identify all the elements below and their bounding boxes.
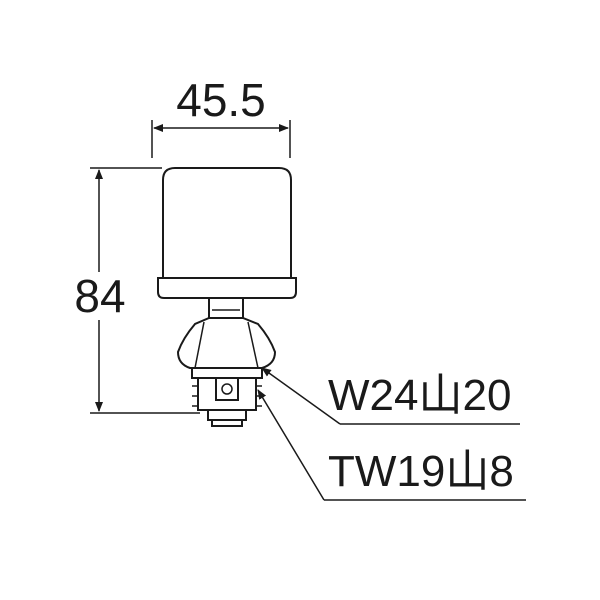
- upper-thread-label: W24山20: [328, 371, 511, 420]
- hex-nut: [176, 317, 277, 369]
- height-label: 84: [74, 270, 125, 322]
- tip-end: [211, 419, 243, 427]
- height-dimension: 84: [70, 167, 200, 414]
- cap-band: [157, 277, 297, 299]
- hex-facet-left: [194, 321, 205, 369]
- lower-leader: [257, 389, 325, 501]
- slot-hole: [221, 383, 233, 395]
- tip-body: [207, 409, 247, 421]
- cap-body: [162, 167, 292, 281]
- callout-lower: TW19山8: [257, 389, 526, 501]
- width-label: 45.5: [176, 74, 266, 126]
- stem: [208, 297, 244, 321]
- thread-collar: [191, 367, 263, 379]
- callout-upper: W24山20: [261, 367, 520, 425]
- lower-thread-label: TW19山8: [328, 447, 514, 496]
- height-label-bg: [70, 272, 130, 320]
- upper-leader: [261, 367, 341, 425]
- width-dimension: 45.5: [151, 74, 291, 158]
- hex-facet-right: [247, 321, 259, 369]
- cartridge: [157, 167, 297, 427]
